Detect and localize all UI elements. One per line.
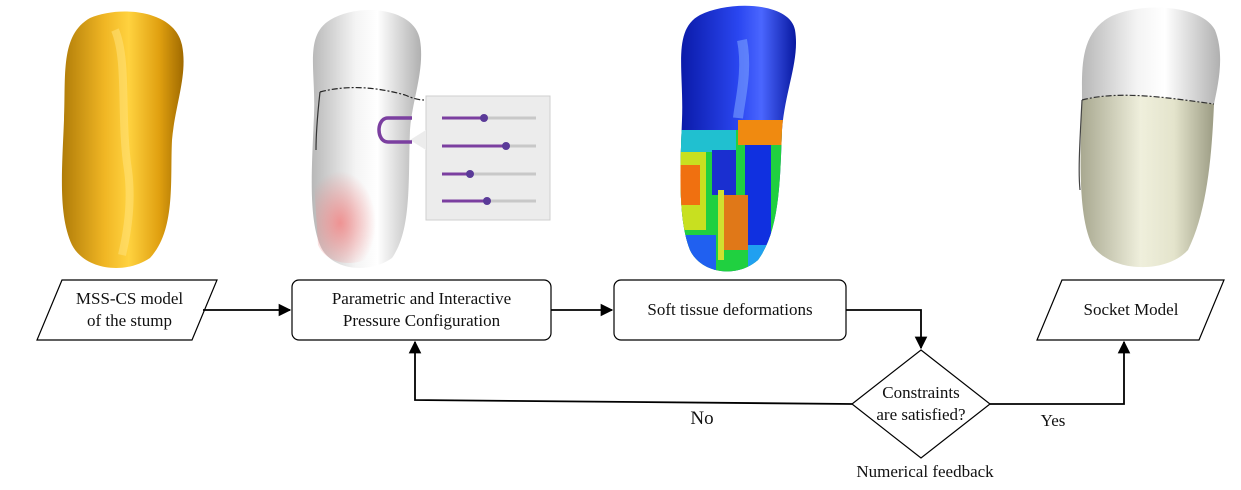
soft-tissue-node: Soft tissue deformations	[614, 280, 846, 340]
stump-model-illustration	[62, 11, 184, 268]
pressure-config-label-line2: Pressure Configuration	[332, 310, 511, 332]
output-label: Socket Model	[1084, 299, 1179, 321]
socket-model-illustration	[1079, 8, 1220, 268]
output-node: Socket Model	[1049, 280, 1213, 340]
input-label-line1: MSS-CS model	[76, 288, 183, 310]
soft-tissue-label: Soft tissue deformations	[647, 299, 812, 321]
decision-label-line1: Constraints	[876, 382, 965, 404]
pressure-config-node: Parametric and Interactive Pressure Conf…	[292, 280, 551, 340]
deformation-heatmap-illustration	[676, 6, 796, 280]
decision-label-line2: are satisfied?	[876, 404, 965, 426]
edge-label-feedback: Numerical feedback	[840, 461, 1010, 482]
pressure-config-illustration	[312, 10, 550, 268]
edge-label-yes: Yes	[1028, 410, 1078, 431]
edge-label-no: No	[672, 407, 732, 431]
input-node: MSS-CS model of the stump	[52, 280, 207, 340]
input-label-line2: of the stump	[76, 310, 183, 332]
pressure-config-label-line1: Parametric and Interactive	[332, 288, 511, 310]
decision-node: Constraints are satisfied?	[862, 374, 980, 434]
